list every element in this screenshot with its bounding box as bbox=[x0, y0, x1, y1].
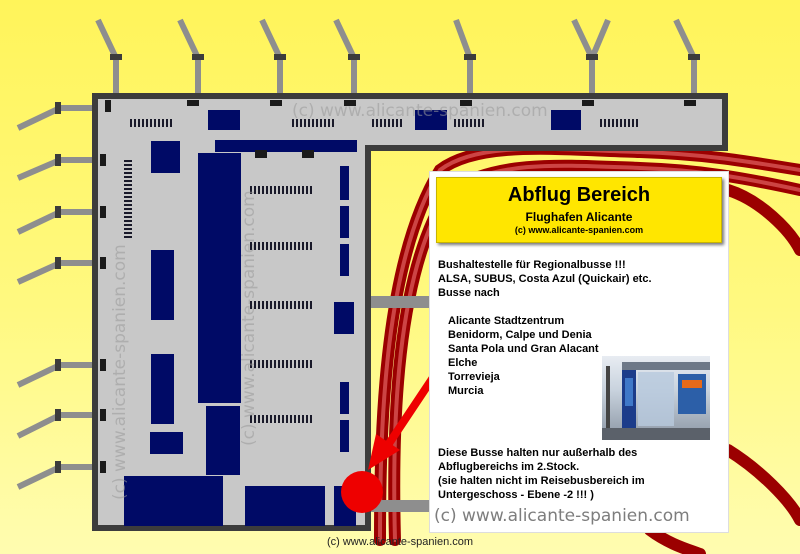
jet-bridge-end bbox=[274, 54, 286, 60]
jet-bridge-end bbox=[55, 257, 61, 269]
gate-marker bbox=[100, 359, 106, 371]
panel-subtitle: Flughafen Alicante bbox=[525, 210, 633, 224]
block bbox=[151, 141, 180, 173]
panel-title-url: (c) www.alicante-spanien.com bbox=[514, 225, 644, 235]
gate-marker bbox=[684, 100, 696, 106]
arrow-shaft bbox=[382, 366, 442, 452]
jet-bridge-end bbox=[586, 54, 598, 60]
gate-marker bbox=[100, 206, 106, 218]
destination-item: Elche bbox=[448, 357, 478, 369]
jet-bridge-end bbox=[55, 206, 61, 218]
jet-bridge bbox=[589, 18, 611, 60]
block bbox=[198, 153, 241, 403]
red-arrow-icon bbox=[368, 366, 442, 470]
map-watermark-left: (c) www.alicante-spanien.com bbox=[110, 244, 130, 500]
map-watermark-top: (c) www.alicante-spanien.com bbox=[292, 101, 548, 121]
destination-item: Benidorm, Calpe und Denia bbox=[448, 329, 592, 341]
bus-stop-photo bbox=[602, 356, 710, 440]
block bbox=[208, 110, 240, 130]
intro-line: ALSA, SUBUS, Costa Azul (Quickair) etc. bbox=[438, 273, 652, 285]
block bbox=[340, 206, 349, 238]
gate-marker bbox=[105, 100, 111, 112]
block bbox=[551, 110, 581, 130]
block bbox=[340, 382, 349, 414]
block bbox=[340, 420, 349, 452]
block bbox=[415, 110, 447, 130]
block bbox=[245, 486, 325, 526]
arrow-head bbox=[368, 434, 400, 470]
photo-roof bbox=[622, 362, 710, 370]
block bbox=[215, 140, 357, 152]
block bbox=[124, 476, 223, 526]
intro-line: Bushaltestelle für Regionalbusse !!! bbox=[438, 259, 626, 271]
panel-watermark: (c) www.alicante-spanien.com bbox=[434, 506, 690, 526]
block bbox=[340, 166, 349, 200]
title-box: Abflug Bereich Flughafen Alicante (c) ww… bbox=[436, 177, 722, 243]
road-bottom bbox=[644, 524, 706, 554]
gate-marker bbox=[100, 154, 106, 166]
photo-panel-screen bbox=[625, 378, 633, 406]
road-outer-inner-line bbox=[378, 146, 800, 542]
block bbox=[151, 354, 174, 424]
jet-bridge-end bbox=[55, 102, 61, 114]
destination-item: Alicante Stadtzentrum bbox=[448, 315, 565, 327]
jet-bridge-ends-left bbox=[55, 102, 61, 473]
jet-bridge-end bbox=[55, 409, 61, 421]
gate-marker bbox=[100, 461, 106, 473]
red-location-marker-icon bbox=[341, 471, 383, 513]
intro-text: Bushaltestelle für Regionalbusse !!! ALS… bbox=[438, 258, 652, 300]
gate-marker bbox=[187, 100, 199, 106]
jet-bridge-end bbox=[192, 54, 204, 60]
block bbox=[206, 406, 240, 475]
gate-marker bbox=[344, 100, 356, 106]
bus-stop-photo-drawing bbox=[602, 362, 710, 440]
counter-rows bbox=[124, 119, 640, 423]
block bbox=[334, 302, 354, 334]
footer-credit: (c) www.alicante-spanien.com bbox=[326, 536, 474, 548]
jet-bridge-ends-top bbox=[110, 54, 700, 60]
small-marker bbox=[302, 150, 314, 158]
intro-line: Busse nach bbox=[438, 287, 500, 299]
note-line: Abflugbereichs im 2.Stock. bbox=[438, 461, 580, 473]
note-line: Untergeschoss - Ebene -2 !!! ) bbox=[438, 489, 594, 501]
gate-marker bbox=[460, 100, 472, 106]
map-watermark-middle: (c) www.alicante-spanien.com bbox=[239, 190, 259, 446]
gate-marker bbox=[582, 100, 594, 106]
jet-bridge-end bbox=[55, 359, 61, 371]
photo-ground bbox=[602, 428, 710, 440]
road-right-curve bbox=[722, 184, 800, 256]
gate-marker bbox=[270, 100, 282, 106]
destination-item: Torrevieja bbox=[448, 371, 500, 383]
block bbox=[150, 432, 183, 454]
destination-item: Santa Pola und Gran Alacant bbox=[448, 343, 599, 355]
destination-list: Alicante Stadtzentrum Benidorm, Calpe un… bbox=[448, 314, 599, 398]
photo-post bbox=[606, 366, 610, 428]
destination-item: Murcia bbox=[448, 385, 484, 397]
terminal-blocks bbox=[124, 110, 581, 526]
jet-bridge-end bbox=[55, 154, 61, 166]
road-right-lower bbox=[722, 444, 800, 526]
panel-title: Abflug Bereich bbox=[507, 184, 651, 206]
jet-bridge-end bbox=[55, 461, 61, 473]
jet-bridges-top bbox=[95, 18, 697, 96]
block bbox=[340, 244, 349, 276]
gate-marker bbox=[100, 257, 106, 269]
gate-marker bbox=[100, 409, 106, 421]
jet-bridge-end bbox=[688, 54, 700, 60]
terminal-building bbox=[92, 93, 728, 531]
small-markers bbox=[255, 150, 314, 158]
jet-bridge-end bbox=[464, 54, 476, 60]
note-line: (sie halten nicht im Reisebusbereich im bbox=[438, 475, 645, 487]
photo-glass bbox=[638, 372, 674, 426]
info-panel: Abflug Bereich Flughafen Alicante (c) ww… bbox=[430, 172, 728, 532]
jet-bridge-end bbox=[348, 54, 360, 60]
note-line: Diese Busse halten nur außerhalb des bbox=[438, 447, 638, 459]
photo-board-sign bbox=[682, 380, 702, 388]
gate-markers bbox=[100, 100, 696, 473]
jet-bridge-end bbox=[110, 54, 122, 60]
note-text: Diese Busse halten nur außerhalb des Abf… bbox=[438, 446, 645, 502]
block bbox=[151, 250, 174, 320]
small-marker bbox=[255, 150, 267, 158]
